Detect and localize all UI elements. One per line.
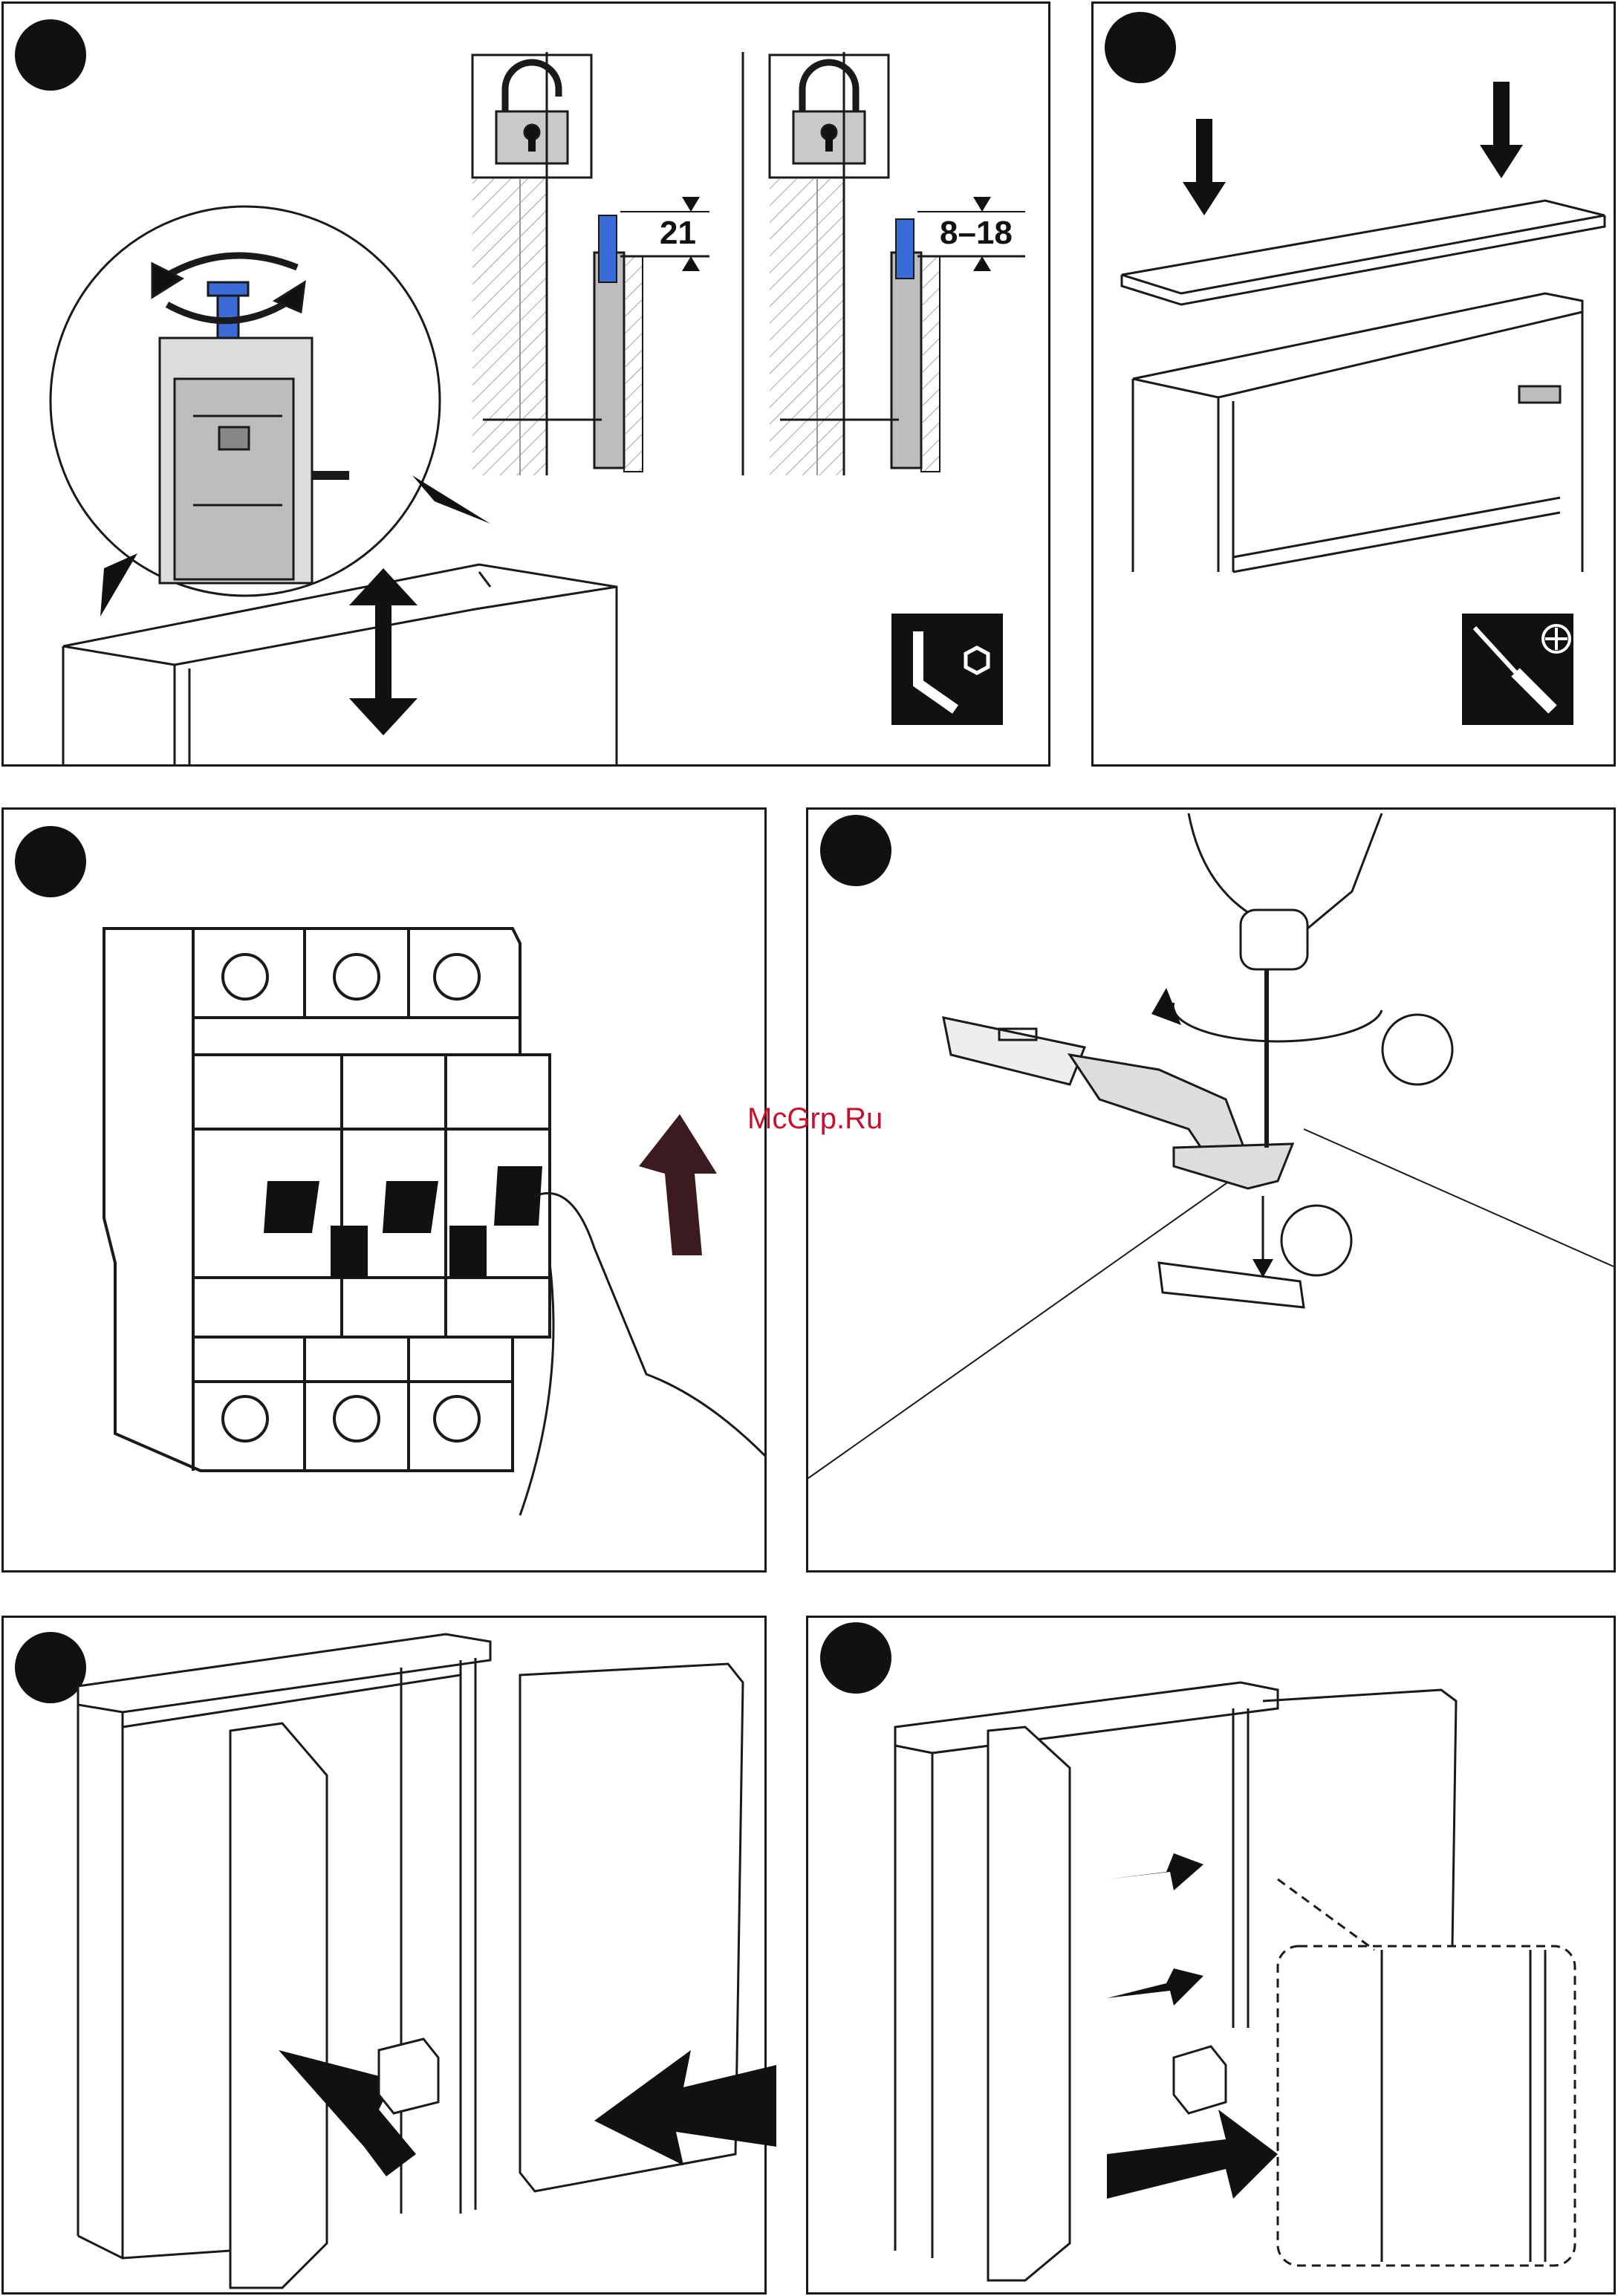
- step-6-badge: [820, 1622, 891, 1694]
- left-door-step6: [988, 1727, 1070, 2280]
- step-1-badge: [15, 19, 86, 91]
- step-3-badge: [15, 826, 86, 897]
- left-door-step5: [230, 1723, 327, 2288]
- watermark: McGrp.Ru: [747, 1104, 883, 1134]
- up-arrow-step3: [639, 1114, 717, 1255]
- circuit-breaker: [104, 929, 550, 1471]
- magnifier-pointer-right: [412, 475, 490, 524]
- screw-arrows: [1183, 82, 1523, 215]
- dimension-locked: 8–18: [940, 217, 1013, 250]
- magnifier-detail: [51, 206, 440, 596]
- callout-circle-top: [1383, 1015, 1452, 1084]
- adjust-arrow: [349, 568, 418, 735]
- cabinet-step6: [895, 1682, 1278, 2258]
- screwdriver-phillips-icon: [1462, 614, 1573, 725]
- step-2-badge: [1105, 12, 1176, 83]
- hand-finger-step3: [520, 1193, 765, 1515]
- cabinet-top: [63, 565, 617, 765]
- battery-box-step6: [1174, 2046, 1226, 2113]
- battery-box-step5: [379, 2039, 438, 2113]
- cabinet-lid: [1122, 201, 1605, 305]
- unlocked-lock-icon: [472, 55, 591, 178]
- zoom-detail-step6: [1278, 1879, 1575, 2266]
- insert-arrows-step6: [1107, 1853, 1278, 2199]
- allen-key-icon: [891, 614, 1003, 725]
- dimension-unlocked: 21: [660, 217, 696, 250]
- right-door-step6: [1263, 1690, 1456, 1946]
- step-4-badge: [820, 815, 891, 886]
- hinge-assembly: [943, 1018, 1304, 1307]
- callout-circle-bottom: [1281, 1206, 1351, 1275]
- room-corner: [808, 1129, 1614, 1478]
- magnifier-pointer-left: [100, 553, 137, 617]
- cabinet-body-step2: [1133, 293, 1582, 572]
- rotate-arrow-head: [1151, 988, 1181, 1025]
- step-5-badge: [15, 1632, 86, 1703]
- locked-lock-icon: [770, 55, 888, 178]
